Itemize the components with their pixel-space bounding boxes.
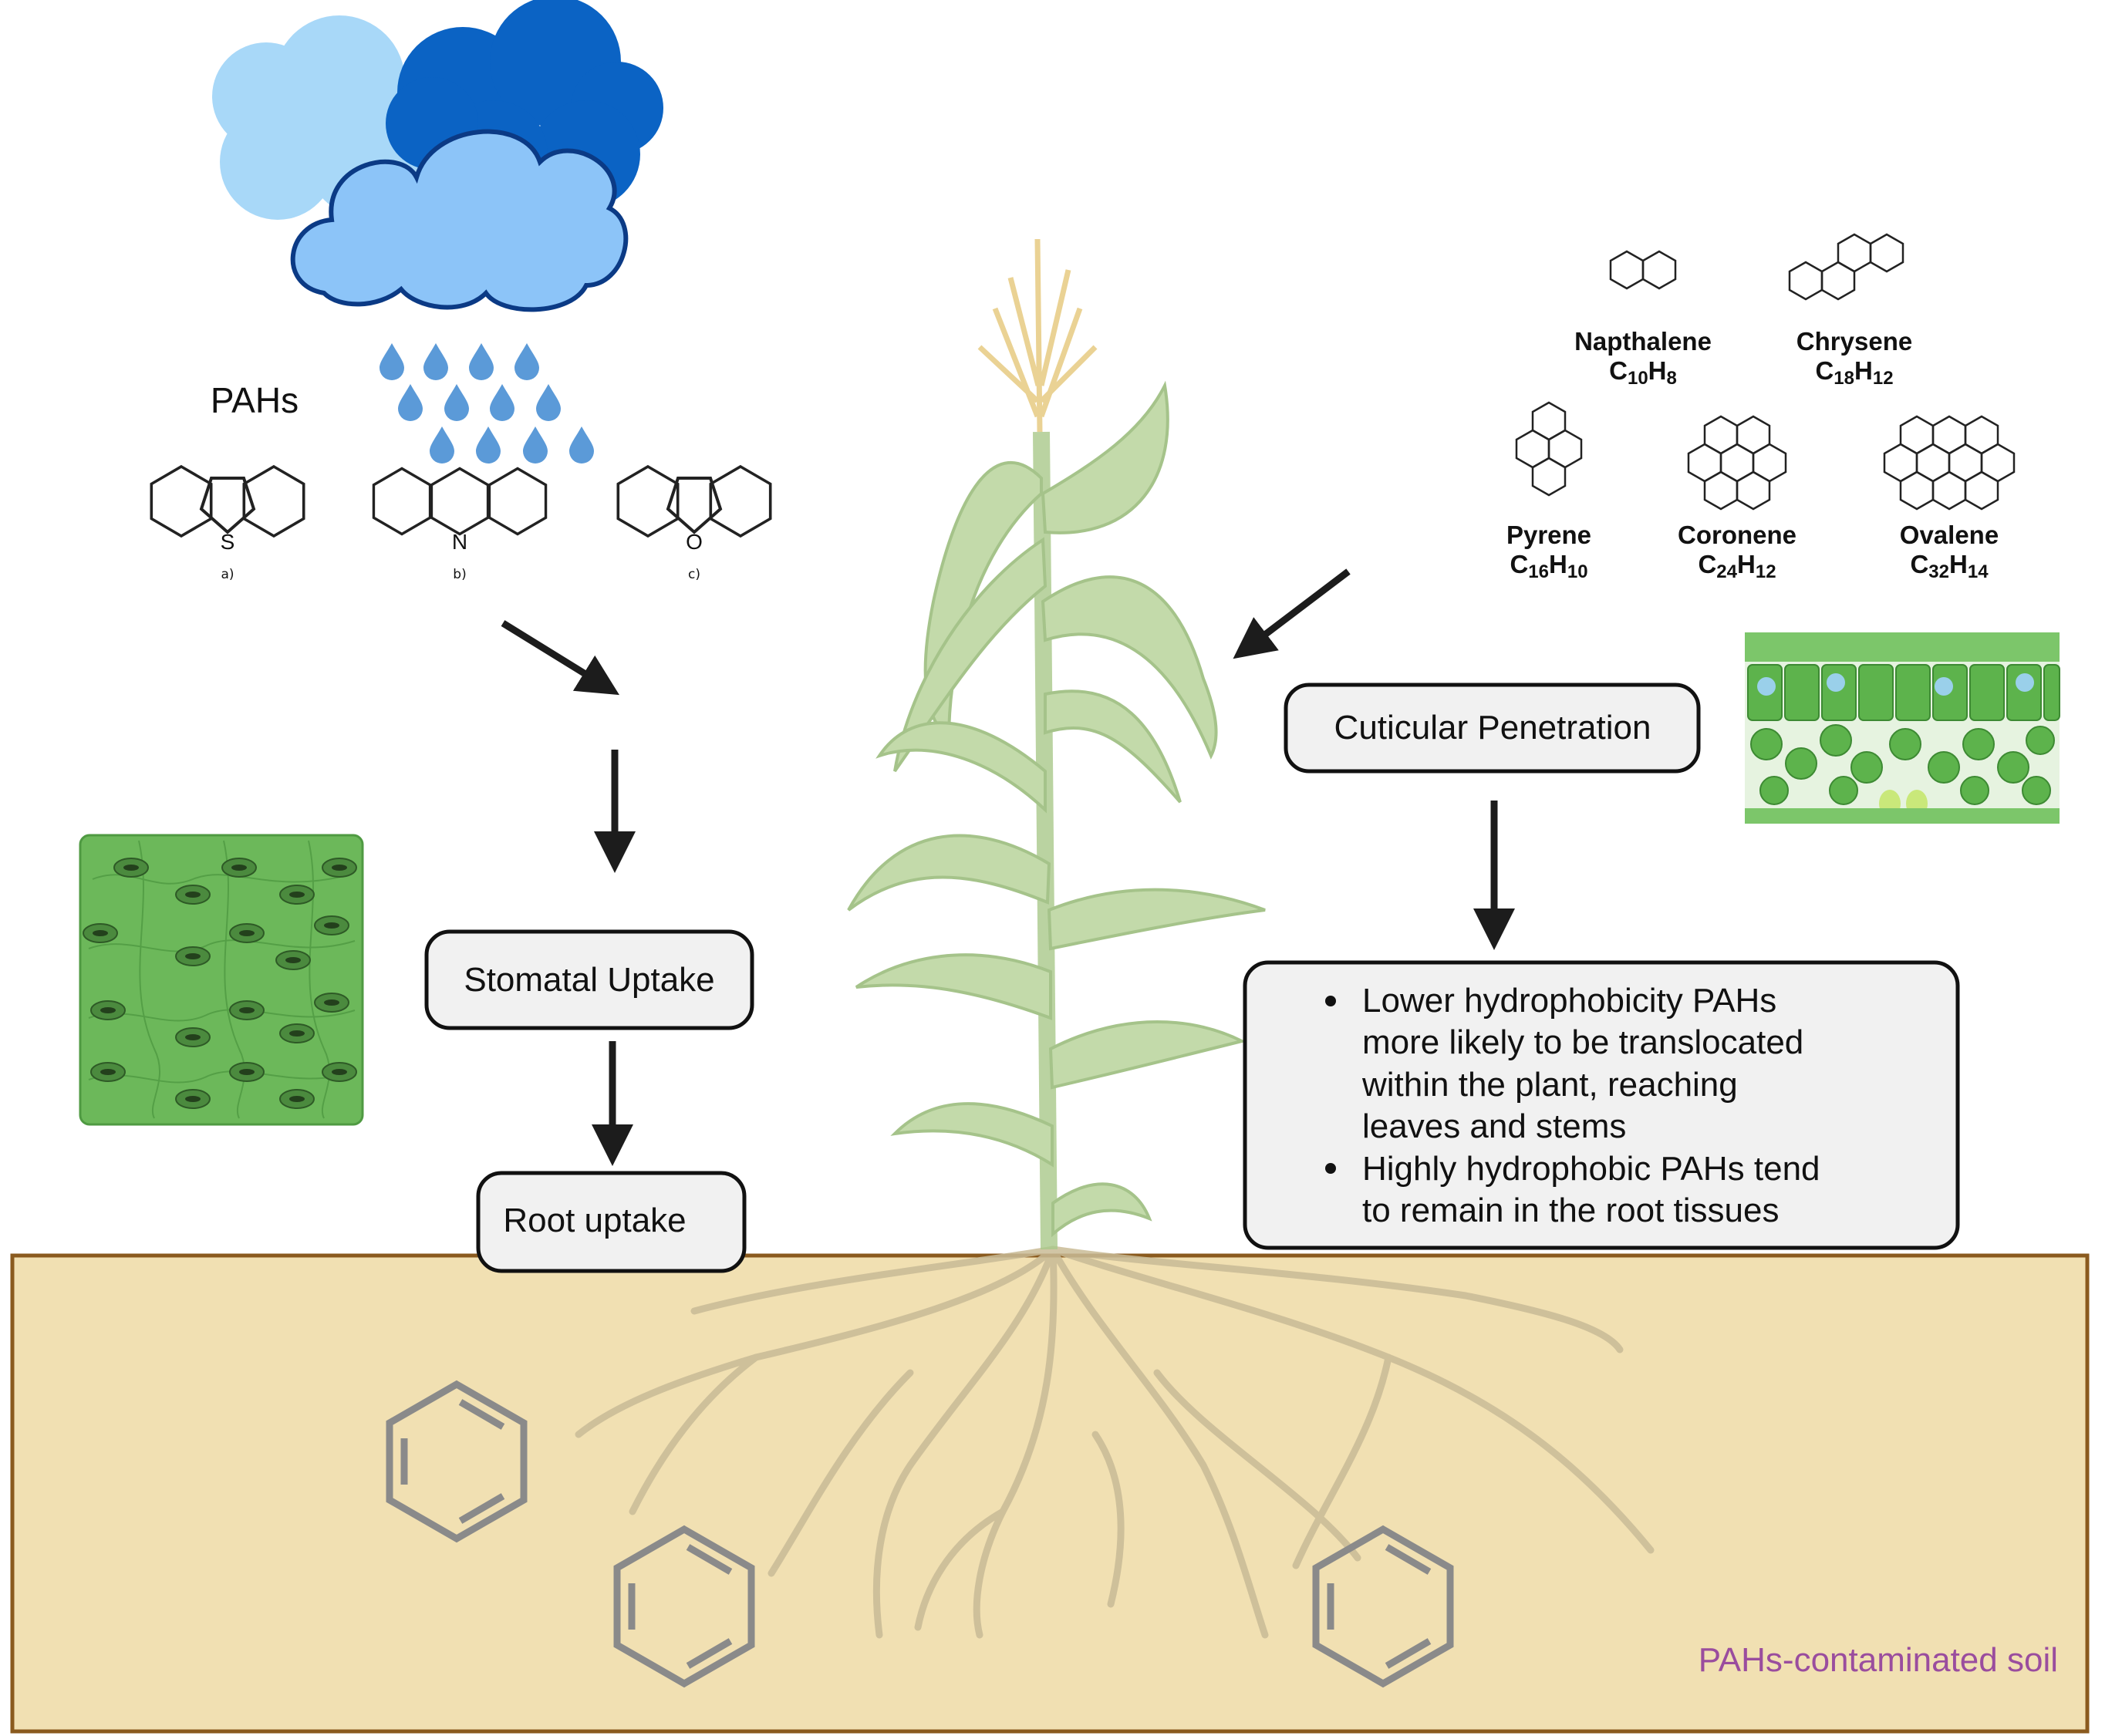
molecule-ovalene: Ovalene C32H14 (1900, 521, 1999, 582)
caption-b: b) (453, 567, 466, 582)
stomata-tissue-icon (79, 834, 364, 1126)
heteroatom-b: N (452, 530, 467, 554)
rain-clouds-icon (212, 0, 663, 312)
molecule-coronene: Coronene C24H12 (1678, 521, 1796, 582)
arrow-diagonal-left (501, 620, 619, 696)
molecule-name: Napthalene (1574, 327, 1712, 356)
molecule-napthalene: Napthalene C10H8 (1574, 327, 1712, 389)
bullet-dot (1325, 996, 1336, 1006)
coronene-structure (1687, 415, 1787, 511)
caption-a: a) (221, 567, 234, 582)
leaf-cross-section-icon (1745, 632, 2060, 824)
molecule-name: Ovalene (1900, 521, 1999, 549)
bullet-1-line-3: within the plant, reaching (1361, 1066, 1738, 1104)
heterocycle-b: N b) (372, 467, 548, 582)
napthalene-structure (1609, 250, 1677, 290)
raindrops (380, 343, 594, 463)
pyrene-structure (1515, 401, 1583, 497)
molecule-name: Coronene (1678, 521, 1796, 549)
translocation-notes-box: Lower hydrophobicity PAHs more likely to… (1243, 960, 1960, 1250)
bullet-1-line-4: leaves and stems (1362, 1107, 1626, 1145)
heterocycle-c: O c) (616, 465, 772, 582)
cuticular-penetration-label: Cuticular Penetration (1334, 709, 1651, 747)
chrysene-structure (1788, 233, 1904, 301)
molecule-formula: C18H12 (1815, 356, 1893, 389)
bullet-1-line-2: more likely to be translocated (1362, 1023, 1803, 1061)
bullet-2-line-1: Highly hydrophobic PAHs tend (1362, 1150, 1820, 1188)
ovalene-structure (1883, 415, 2016, 511)
stomatal-uptake-box: Stomatal Uptake (424, 929, 754, 1030)
bullet-2-line-2: to remain in the root tissues (1362, 1192, 1779, 1229)
molecule-chrysene: Chrysene C18H12 (1796, 327, 1912, 389)
molecule-pyrene: Pyrene C16H10 (1506, 521, 1591, 582)
molecule-name: Chrysene (1796, 327, 1912, 356)
molecule-formula: C24H12 (1698, 550, 1776, 582)
heteroatom-a: S (221, 530, 235, 554)
cuticular-penetration-box: Cuticular Penetration (1284, 683, 1701, 774)
arrow-diagonal-right (1233, 568, 1351, 659)
soil-label: PAHs-contaminated soil (1699, 1641, 2058, 1679)
molecule-formula: C16H10 (1510, 550, 1587, 582)
molecule-formula: C10H8 (1609, 356, 1677, 389)
bullet-1-line-1: Lower hydrophobicity PAHs (1362, 982, 1776, 1020)
pahs-label: PAHs (211, 380, 299, 420)
heterocycle-a: S a) (150, 465, 305, 582)
molecule-name: Pyrene (1506, 521, 1591, 549)
molecule-formula: C32H14 (1910, 550, 1989, 582)
stomatal-uptake-label: Stomatal Uptake (464, 961, 714, 999)
bullet-dot (1325, 1163, 1336, 1174)
root-uptake-label: Root uptake (503, 1202, 686, 1239)
corn-plant (847, 238, 1266, 1250)
caption-c: c) (688, 567, 700, 582)
heteroatom-c: O (686, 530, 703, 554)
root-uptake-box: Root uptake (476, 1171, 747, 1273)
plant-roots (575, 1246, 1655, 1639)
